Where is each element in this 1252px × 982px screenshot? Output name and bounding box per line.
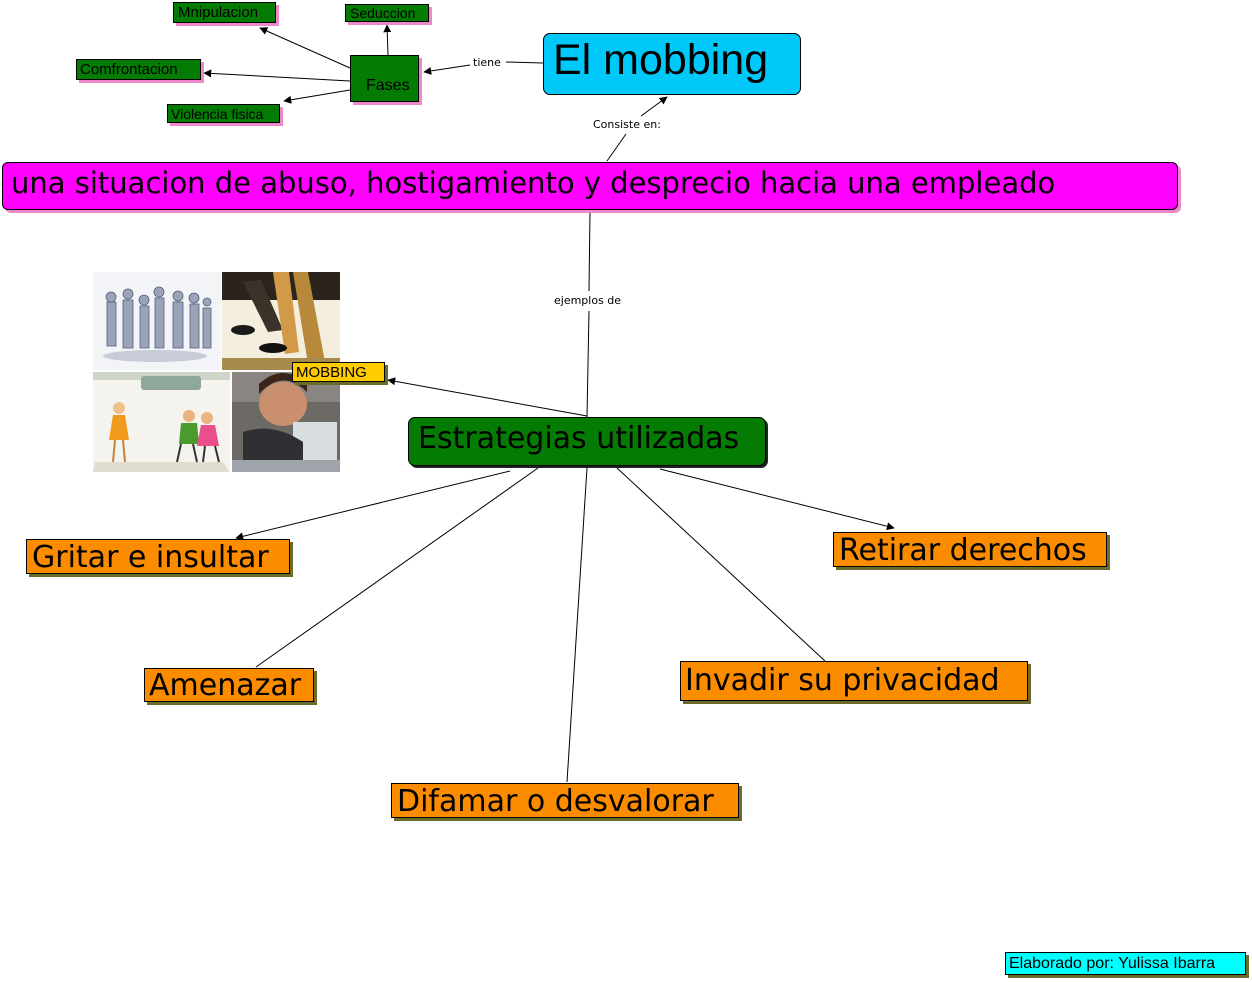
link-estrategias-retirar xyxy=(659,468,895,531)
gritar-node[interactable]: Gritar e insultar xyxy=(26,539,290,574)
mobbing-tag-node[interactable]: MOBBING xyxy=(292,362,385,382)
difamar-node[interactable]: Difamar o desvalorar xyxy=(391,783,739,818)
link-ejemplos-estrategias xyxy=(586,310,590,418)
confrontacion-node[interactable]: Comfrontacion xyxy=(76,59,201,80)
manipulacion-node[interactable]: Mnipulacion xyxy=(173,2,276,23)
retirar-node[interactable]: Retirar derechos xyxy=(833,532,1107,567)
amenazar-node[interactable]: Amenazar xyxy=(144,668,314,702)
estrategias-node[interactable]: Estrategias utilizadas xyxy=(408,417,766,466)
link-fases-violencia xyxy=(283,89,351,104)
link-estrategias-amenazar xyxy=(255,467,539,668)
link-label-tiene: tiene xyxy=(471,56,503,69)
link-estrategias-invadir xyxy=(616,467,826,662)
seduccion-node[interactable]: Seduccion xyxy=(345,4,429,22)
mobbing-image-collage xyxy=(93,272,340,472)
main-concept-node[interactable]: El mobbing xyxy=(543,33,801,95)
link-estrategias-difamar xyxy=(566,467,588,783)
invadir-node[interactable]: Invadir su privacidad xyxy=(680,661,1028,701)
link-estrategias-gritar xyxy=(235,470,511,541)
link-situacion-consiste xyxy=(606,133,627,162)
link-fases-manipulacion xyxy=(259,27,351,69)
link-label-consiste: Consiste en: xyxy=(591,118,663,131)
violencia-node[interactable]: Violencia fisica xyxy=(167,104,280,123)
credit-node[interactable]: Elaborado por: Yulissa Ibarra xyxy=(1005,952,1246,975)
link-consiste-main xyxy=(640,96,668,117)
link-tiene-fases xyxy=(423,64,471,75)
fases-node[interactable]: Fases xyxy=(350,55,419,102)
link-main-tiene xyxy=(505,61,544,64)
link-label-ejemplos: ejemplos de xyxy=(552,294,624,307)
link-estrategias-mobbing xyxy=(387,377,588,417)
link-fases-confrontacion xyxy=(203,69,351,82)
link-situacion-ejemplos xyxy=(588,211,591,292)
link-fases-seduccion xyxy=(383,24,392,56)
situacion-node[interactable]: una situacion de abuso, hostigamiento y … xyxy=(2,162,1178,210)
